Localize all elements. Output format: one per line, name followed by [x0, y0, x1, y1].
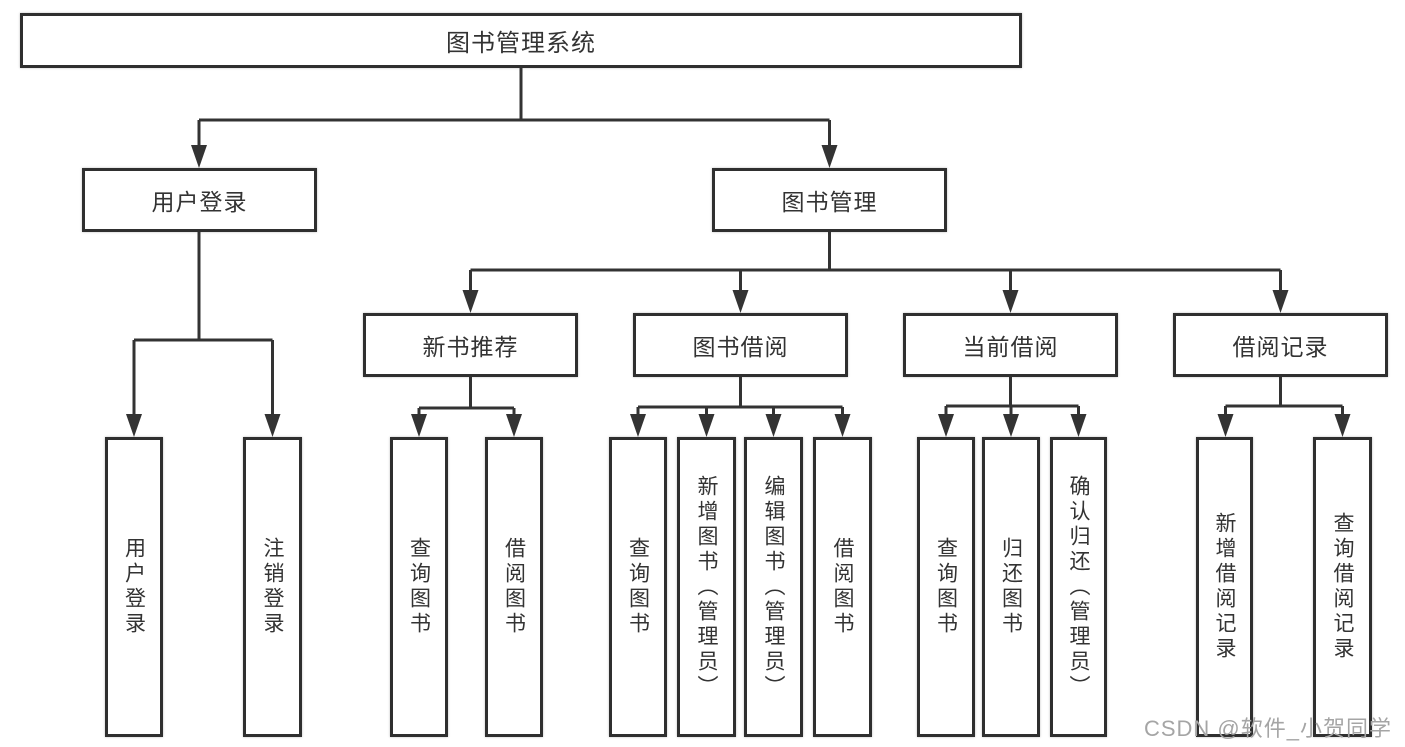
- leaf-current-return-books: 归还图书: [982, 437, 1040, 737]
- leaf-borrowing-add-books-admin: 新增图书（管理员）: [677, 437, 736, 737]
- leaf-user-login-label: 用户登录: [122, 537, 146, 637]
- leaf-current-query-books-label: 查询图书: [934, 537, 958, 637]
- leaf-logout-label: 注销登录: [261, 537, 284, 637]
- leaf-borrowing-query-books-label: 查询图书: [626, 537, 650, 637]
- leaf-current-confirm-return-admin: 确认归还（管理员）: [1050, 437, 1107, 737]
- leaf-borrowing-borrow-books-label: 借阅图书: [831, 537, 854, 637]
- arrowheads: [126, 145, 1351, 437]
- node-root: 图书管理系统: [20, 13, 1022, 68]
- node-new-book-recommend-label: 新书推荐: [422, 334, 519, 360]
- node-borrowing-records-label: 借阅记录: [1232, 334, 1329, 360]
- node-current-borrowing: 当前借阅: [903, 313, 1118, 377]
- node-current-borrowing-label: 当前借阅: [962, 334, 1059, 360]
- connector-strokes: [132, 68, 1344, 416]
- node-book-borrowing: 图书借阅: [633, 313, 848, 377]
- node-book-borrowing-label: 图书借阅: [692, 334, 789, 360]
- leaf-borrowing-add-books-admin-label: 新增图书（管理员）: [695, 474, 718, 700]
- leaf-newbooks-borrow-books: 借阅图书: [485, 437, 543, 737]
- leaf-records-query-record: 查询借阅记录: [1313, 437, 1372, 737]
- leaf-current-return-books-label: 归还图书: [999, 537, 1023, 637]
- node-borrowing-records: 借阅记录: [1173, 313, 1388, 377]
- leaf-borrowing-edit-books-admin-label: 编辑图书（管理员）: [762, 474, 785, 700]
- leaf-logout: 注销登录: [243, 437, 302, 737]
- leaf-current-confirm-return-admin-label: 确认归还（管理员）: [1067, 474, 1090, 700]
- leaf-records-add-record-label: 新增借阅记录: [1213, 512, 1236, 662]
- leaf-borrowing-borrow-books: 借阅图书: [813, 437, 872, 737]
- leaf-newbooks-query-books-label: 查询图书: [407, 537, 431, 637]
- node-root-label: 图书管理系统: [446, 30, 596, 57]
- leaf-records-query-record-label: 查询借阅记录: [1331, 512, 1354, 662]
- node-user-login-label: 用户登录: [151, 189, 248, 215]
- leaf-records-add-record: 新增借阅记录: [1196, 437, 1253, 737]
- node-new-book-recommend: 新书推荐: [363, 313, 578, 377]
- leaf-newbooks-borrow-books-label: 借阅图书: [502, 537, 526, 637]
- node-book-management-label: 图书管理: [781, 189, 878, 215]
- leaf-borrowing-edit-books-admin: 编辑图书（管理员）: [744, 437, 803, 737]
- leaf-user-login: 用户登录: [105, 437, 163, 737]
- node-user-login: 用户登录: [82, 168, 317, 232]
- leaf-borrowing-query-books: 查询图书: [609, 437, 667, 737]
- leaf-current-query-books: 查询图书: [917, 437, 975, 737]
- leaf-newbooks-query-books: 查询图书: [390, 437, 448, 737]
- node-book-management: 图书管理: [712, 168, 947, 232]
